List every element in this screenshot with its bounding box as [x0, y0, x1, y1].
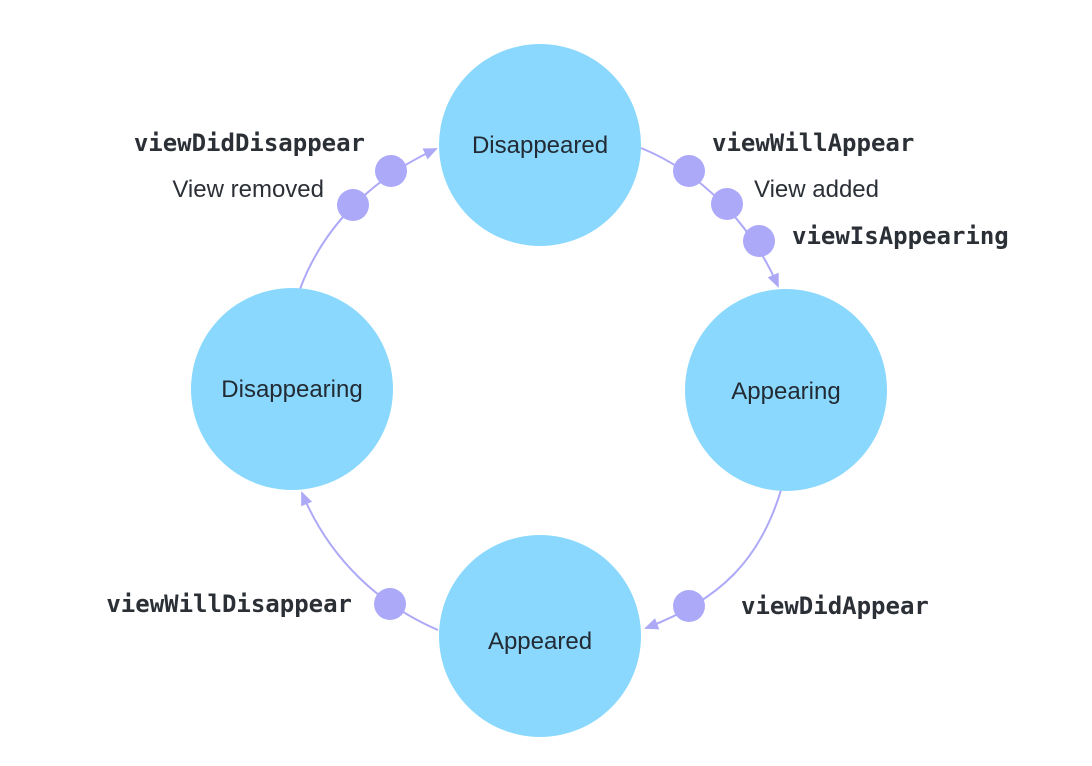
label-view-will-disappear: viewWillDisappear [106, 590, 352, 618]
dot-view-is-appearing [743, 225, 775, 257]
dot-view-did-appear [673, 590, 705, 622]
state-label-appeared: Appeared [488, 628, 592, 655]
state-disappeared [439, 44, 641, 246]
state-label-appearing: Appearing [731, 378, 840, 405]
state-appearing [685, 289, 887, 491]
state-label-disappearing: Disappearing [221, 376, 362, 403]
edge-disappearing-to-disappeared [299, 148, 438, 290]
label-view-will-appear: viewWillAppear [712, 129, 914, 157]
label-view-removed: View removed [172, 176, 324, 203]
label-view-is-appearing: viewIsAppearing [792, 222, 1009, 250]
label-view-did-appear: viewDidAppear [741, 592, 929, 620]
edge-appeared-to-disappearing [301, 491, 439, 631]
dot-view-did-disappear [375, 155, 407, 187]
dot-view-will-disappear [374, 588, 406, 620]
dot-view-will-appear [673, 155, 705, 187]
dot-view-added [711, 188, 743, 220]
edge-disappeared-to-appearing [640, 147, 779, 288]
dot-view-removed [337, 189, 369, 221]
edge-appearing-to-appeared [644, 489, 782, 630]
state-appeared [439, 535, 641, 737]
state-label-disappeared: Disappeared [472, 132, 608, 159]
label-view-did-disappear: viewDidDisappear [134, 129, 365, 157]
label-view-added: View added [754, 176, 879, 203]
state-disappearing [191, 288, 393, 490]
